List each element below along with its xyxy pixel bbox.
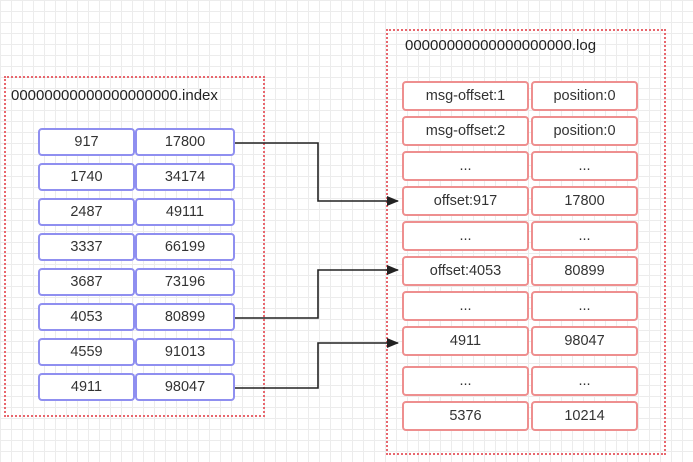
index-offset-cell: 1740 (38, 163, 135, 191)
index-position-cell: 80899 (135, 303, 235, 331)
log-position-cell: position:0 (531, 81, 638, 111)
log-offset-cell: msg-offset:2 (402, 116, 529, 146)
index-file-container (4, 76, 265, 417)
log-file-container (386, 29, 666, 455)
log-position-cell: 80899 (531, 256, 638, 286)
log-offset-cell: offset:4053 (402, 256, 529, 286)
index-position-cell: 73196 (135, 268, 235, 296)
index-offset-cell: 2487 (38, 198, 135, 226)
log-file-title: 00000000000000000000.log (405, 37, 597, 54)
log-position-cell: 10214 (531, 401, 638, 431)
log-offset-cell: ... (402, 151, 529, 181)
index-offset-cell: 3337 (38, 233, 135, 261)
log-offset-cell: offset:917 (402, 186, 529, 216)
index-position-cell: 17800 (135, 128, 235, 156)
index-offset-cell: 3687 (38, 268, 135, 296)
log-offset-cell: 5376 (402, 401, 529, 431)
log-offset-cell: ... (402, 221, 529, 251)
log-position-cell: ... (531, 366, 638, 396)
index-position-cell: 34174 (135, 163, 235, 191)
log-position-cell: ... (531, 291, 638, 321)
index-offset-cell: 4559 (38, 338, 135, 366)
log-offset-cell: ... (402, 366, 529, 396)
arrow-917-to-log (235, 142, 399, 206)
log-offset-cell: 4911 (402, 326, 529, 356)
index-offset-cell: 917 (38, 128, 135, 156)
log-position-cell: 98047 (531, 326, 638, 356)
arrow-4911-to-log (235, 338, 399, 389)
log-position-cell: position:0 (531, 116, 638, 146)
index-offset-cell: 4053 (38, 303, 135, 331)
arrow-4053-to-log (235, 265, 399, 319)
index-position-cell: 98047 (135, 373, 235, 401)
log-position-cell: ... (531, 221, 638, 251)
log-offset-cell: msg-offset:1 (402, 81, 529, 111)
log-position-cell: 17800 (531, 186, 638, 216)
log-offset-cell: ... (402, 291, 529, 321)
index-offset-cell: 4911 (38, 373, 135, 401)
index-position-cell: 66199 (135, 233, 235, 261)
log-position-cell: ... (531, 151, 638, 181)
index-position-cell: 91013 (135, 338, 235, 366)
index-file-title: 00000000000000000000.index (11, 87, 218, 104)
index-position-cell: 49111 (135, 198, 235, 226)
